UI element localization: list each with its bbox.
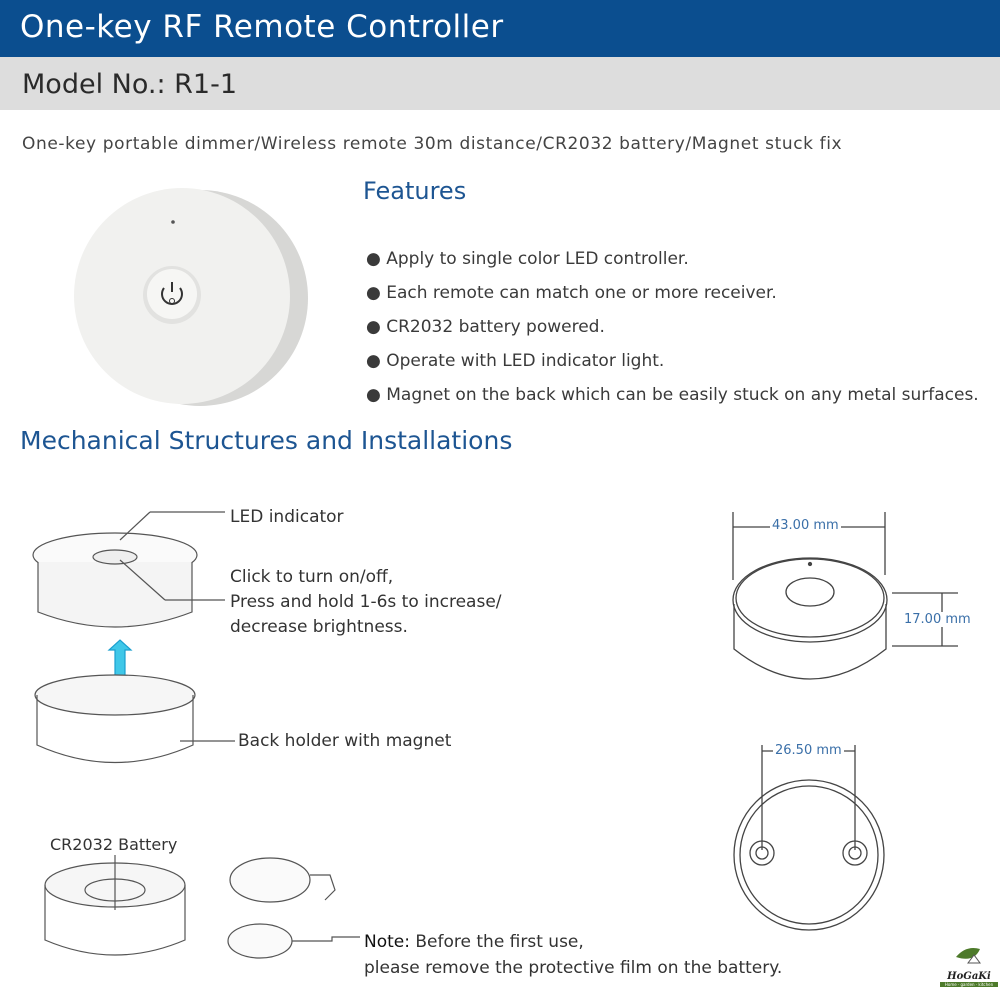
mechanical-heading: Mechanical Structures and Installations bbox=[20, 426, 513, 455]
dimension-drawing bbox=[732, 512, 958, 931]
feature-item: ● Each remote can match one or more rece… bbox=[366, 283, 777, 303]
feature-item: ● Operate with LED indicator light. bbox=[366, 351, 665, 371]
back-holder-label: Back holder with magnet bbox=[238, 731, 452, 751]
note-text-2: please remove the protective film on the… bbox=[364, 958, 783, 978]
button-instruction-2: Press and hold 1-6s to increase/ bbox=[230, 592, 502, 612]
button-instruction-1: Click to turn on/off, bbox=[230, 567, 394, 587]
battery-label: CR2032 Battery bbox=[50, 835, 178, 854]
note-text-1: Before the first use, bbox=[409, 932, 584, 952]
logo-tagline: Home · garden · kitchen bbox=[940, 982, 998, 987]
feature-item: ● Magnet on the back which can be easily… bbox=[366, 385, 979, 405]
title-banner: One-key RF Remote Controller bbox=[0, 0, 1000, 57]
diameter-dimension: 43.00 mm bbox=[770, 518, 841, 533]
exploded-view-diagram bbox=[32, 511, 360, 959]
leaf-house-icon bbox=[956, 948, 981, 964]
features-heading: Features bbox=[363, 177, 467, 205]
height-dimension: 17.00 mm bbox=[902, 612, 973, 627]
product-photo bbox=[74, 188, 308, 406]
magnet-spacing-dimension: 26.50 mm bbox=[773, 743, 844, 758]
feature-item: ● Apply to single color LED controller. bbox=[366, 249, 689, 269]
page-title: One-key RF Remote Controller bbox=[20, 9, 504, 45]
logo-text: HoGaKi bbox=[947, 971, 991, 982]
button-instruction-3: decrease brightness. bbox=[230, 617, 408, 637]
model-number: Model No.: R1-1 bbox=[22, 69, 238, 100]
battery-note: Note: Before the first use, bbox=[364, 930, 584, 955]
led-indicator-label: LED indicator bbox=[230, 507, 344, 527]
product-summary: One-key portable dimmer/Wireless remote … bbox=[22, 134, 843, 154]
feature-item: ● CR2032 battery powered. bbox=[366, 317, 605, 337]
model-banner: Model No.: R1-1 bbox=[0, 57, 1000, 110]
hogaki-logo: HoGaKi Home · garden · kitchen bbox=[940, 945, 998, 987]
note-label: Note: bbox=[364, 932, 410, 952]
